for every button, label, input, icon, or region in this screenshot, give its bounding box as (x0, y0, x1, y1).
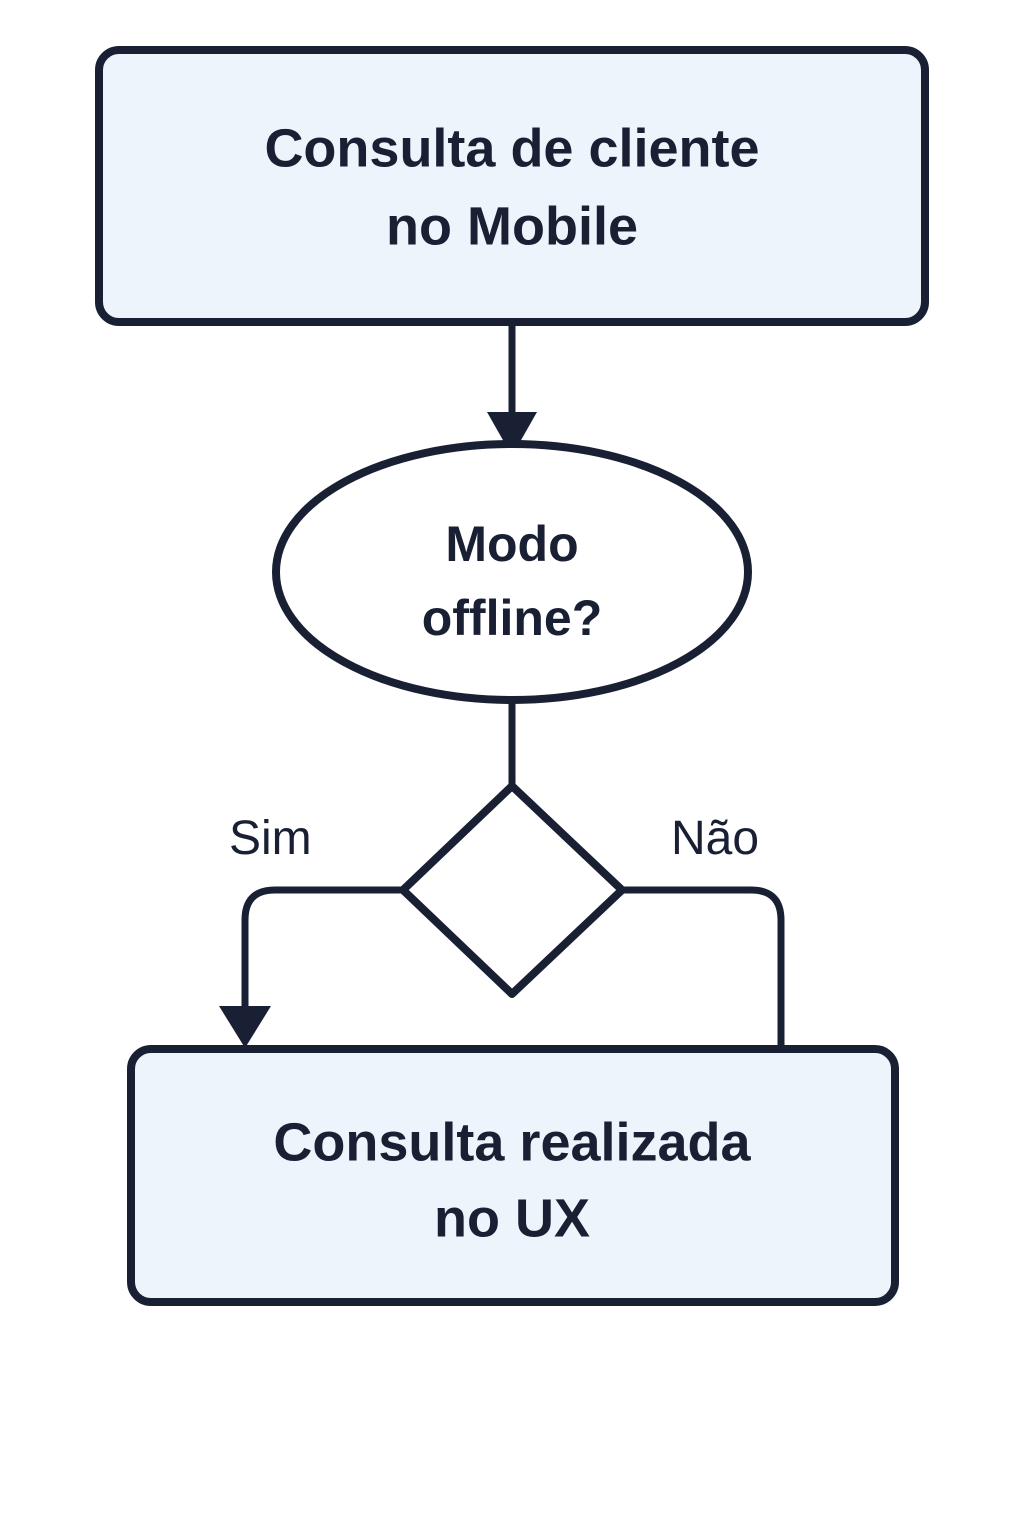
arrowhead-icon-start-to-question (487, 412, 537, 456)
node-start-label-line2: no Mobile (386, 196, 638, 256)
node-end[interactable]: Consulta realizada no UX (127, 1045, 899, 1306)
node-question-shape[interactable] (272, 440, 752, 704)
edge-label-nao: Não (671, 812, 759, 865)
node-question-label-line2: offline? (422, 590, 603, 646)
node-end-label-line2: no UX (434, 1188, 590, 1248)
node-question[interactable]: Modo offline? (272, 440, 752, 704)
edge-line-decision-no (622, 886, 785, 1050)
edge-decision-no (622, 886, 785, 1050)
node-start[interactable]: Consulta de cliente no Mobile (95, 46, 929, 326)
node-end-label-line1: Consulta realizada (273, 1112, 751, 1172)
node-decision-shape[interactable] (399, 782, 626, 998)
node-start-label-line1: Consulta de cliente (264, 118, 759, 178)
node-end-shape[interactable] (127, 1045, 899, 1306)
node-decision[interactable] (399, 782, 626, 998)
edge-label-sim: Sim (229, 812, 312, 865)
node-start-shape[interactable] (95, 46, 929, 326)
edge-line-decision-yes (241, 886, 403, 1018)
node-question-label-line1: Modo (445, 516, 578, 572)
edge-start-to-question (487, 322, 537, 456)
edge-decision-yes (219, 886, 403, 1048)
arrowhead-icon-decision-yes (219, 1006, 271, 1048)
